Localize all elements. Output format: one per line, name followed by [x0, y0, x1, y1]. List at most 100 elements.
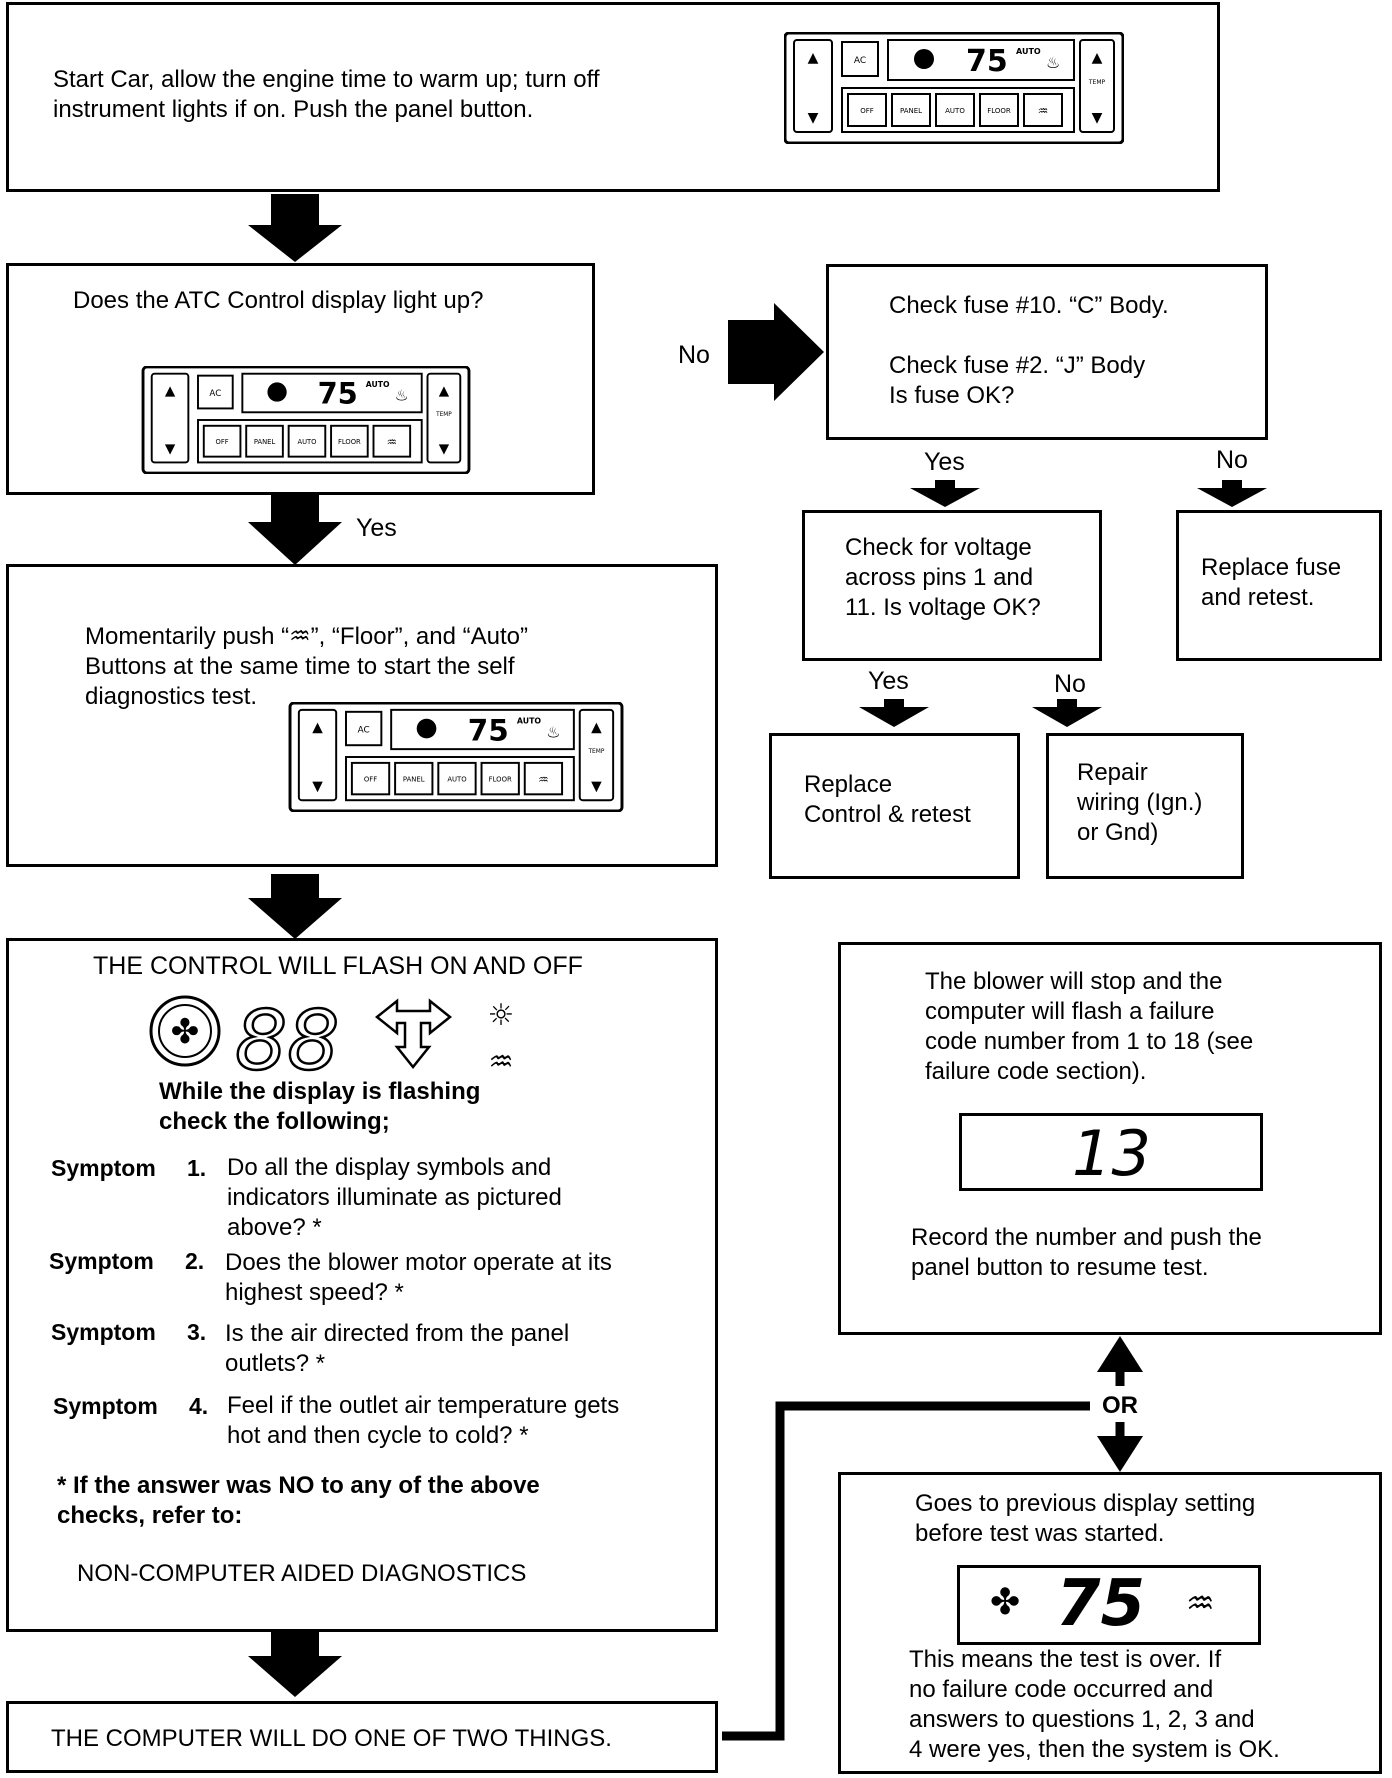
symptom-3-label: Symptom: [51, 1319, 156, 1345]
svg-text:AUTO: AUTO: [447, 776, 467, 784]
label-yes-fuse: Yes: [924, 448, 965, 476]
svg-text:♒: ♒: [538, 773, 549, 787]
arrow-yes-replace: [859, 699, 929, 727]
arrow-up-blower: [1097, 1336, 1143, 1372]
replace-fuse-text: Replace fuse and retest.: [1201, 554, 1342, 611]
ac-button-label: AC: [854, 56, 866, 66]
svg-text:PANEL: PANEL: [900, 107, 922, 115]
svg-text:♒: ♒: [488, 1045, 513, 1078]
svg-text:▲: ▲: [439, 383, 450, 399]
step-control-flash-reference: NON-COMPUTER AIDED DIAGNOSTICS: [77, 1560, 527, 1587]
label-yes-voltage: Yes: [868, 667, 909, 695]
symptom-2-question: Does the blower motor operate at its hig…: [225, 1249, 612, 1306]
symptom-4-label: Symptom: [53, 1393, 158, 1419]
step-control-flash: THE CONTROL WILL FLASH ON AND OFF ✤ 88 ☼…: [6, 938, 718, 1632]
arrow-down-1: [248, 194, 342, 262]
blower-record-text: Record the number and push the panel but…: [911, 1224, 1262, 1281]
step-display-check-text: Does the ATC Control display light up?: [73, 287, 484, 314]
arrow-right-no: [728, 303, 824, 401]
svg-text:OFF: OFF: [860, 107, 874, 115]
control-panel-graphic-3: ▲ ▼ AC 75 AUTO ♨ ▲ TEMP ▼ OFF PANEL AUTO…: [288, 701, 624, 813]
svg-text:▲: ▲: [1092, 50, 1103, 66]
label-no-step2: No: [678, 341, 710, 369]
svg-text:AUTO: AUTO: [517, 717, 542, 726]
svg-text:OFF: OFF: [216, 438, 229, 446]
svg-text:AUTO: AUTO: [366, 380, 390, 389]
label-yes-step2: Yes: [356, 514, 397, 542]
replace-fuse: Replace fuse and retest.: [1176, 510, 1382, 661]
symptom-1-num: 1.: [187, 1155, 207, 1181]
svg-text:TEMP: TEMP: [1088, 79, 1106, 86]
svg-text:♒: ♒: [387, 435, 397, 449]
control-panel-graphic-2: ▲ ▼ AC 75 AUTO ♨ ▲ TEMP ▼ OFF PANEL AUTO…: [141, 365, 471, 475]
svg-text:75: 75: [318, 377, 358, 411]
defrost-display-icon: ♒: [1186, 1584, 1215, 1622]
step-control-flash-note: * If the answer was NO to any of the abo…: [57, 1472, 540, 1529]
blower-failure-code: The blower will stop and the computer wi…: [838, 942, 1382, 1335]
svg-text:♨: ♨: [395, 387, 409, 405]
label-no-voltage: No: [1054, 670, 1086, 698]
svg-text:▲: ▲: [591, 719, 602, 735]
svg-text:AUTO: AUTO: [297, 438, 316, 446]
symptom-2-num: 2.: [185, 1248, 205, 1274]
check-voltage-text: Check for voltage across pins 1 and 11. …: [845, 534, 1041, 621]
svg-text:▼: ▼: [808, 110, 819, 126]
svg-text:TEMP: TEMP: [587, 749, 604, 755]
svg-text:▲: ▲: [165, 383, 176, 399]
check-fuse: Check fuse #10. “C” Body. Check fuse #2.…: [826, 264, 1268, 440]
svg-text:FLOOR: FLOOR: [987, 107, 1011, 115]
svg-text:FLOOR: FLOOR: [489, 776, 512, 784]
svg-text:FLOOR: FLOOR: [338, 438, 361, 446]
blower-failure-code-text: The blower will stop and the computer wi…: [925, 968, 1254, 1085]
check-fuse-text: Check fuse #10. “C” Body. Check fuse #2.…: [889, 292, 1169, 409]
arrow-no-repair: [1032, 699, 1102, 727]
control-panel-2: ▲ ▼ AC 75 AUTO ♨ ▲ TEMP ▼ OFF PANEL AUTO…: [136, 365, 476, 479]
svg-text:▼: ▼: [312, 778, 323, 794]
svg-text:▼: ▼: [165, 441, 176, 457]
svg-text:▼: ▼: [591, 778, 602, 794]
svg-text:♨: ♨: [1046, 53, 1060, 72]
previous-display-text: Goes to previous display setting before …: [915, 1490, 1256, 1547]
failure-code-display: 13: [959, 1113, 1263, 1191]
svg-text:TEMP: TEMP: [435, 412, 452, 418]
step-control-flash-title: THE CONTROL WILL FLASH ON AND OFF: [93, 952, 583, 980]
step-self-diagnostics-text: Momentarily push “♒”, “Floor”, and “Auto…: [85, 622, 528, 710]
svg-text:▲: ▲: [808, 50, 819, 66]
svg-text:OFF: OFF: [364, 776, 377, 784]
arrow-down-4: [248, 1632, 342, 1697]
svg-text:PANEL: PANEL: [254, 438, 276, 446]
control-panel: ▲ ▼ AC 75 AUTO ♨ ▲ TEMP ▼ OFF PANEL AUTO…: [783, 31, 1125, 149]
flash-display-icons: ✤ 88 ☼ ♒: [149, 993, 515, 1081]
svg-text:AUTO: AUTO: [945, 107, 965, 115]
svg-text:▼: ▼: [1092, 110, 1103, 126]
arrow-down-3: [248, 874, 342, 939]
arrow-yes-voltage: [910, 480, 980, 507]
previous-display-setting: Goes to previous display setting before …: [838, 1472, 1382, 1774]
symptom-3-num: 3.: [187, 1319, 207, 1345]
svg-text:▲: ▲: [312, 719, 323, 735]
replace-control: Replace Control & retest: [769, 733, 1020, 879]
control-panel-graphic: ▲ ▼ AC 75 AUTO ♨ ▲ TEMP ▼ OFF PANEL AUTO…: [783, 31, 1125, 145]
svg-text:☼: ☼: [488, 998, 515, 1033]
label-no-fuse: No: [1216, 446, 1248, 474]
control-panel-3: ▲ ▼ AC 75 AUTO ♨ ▲ TEMP ▼ OFF PANEL AUTO…: [286, 701, 626, 817]
defrost-icon: ♒: [289, 622, 311, 650]
svg-text:PANEL: PANEL: [403, 776, 425, 784]
symptom-1-label: Symptom: [51, 1155, 156, 1181]
symptom-4-num: 4.: [189, 1393, 209, 1419]
svg-text:✤: ✤: [171, 1012, 200, 1052]
arrow-no-fuse: [1197, 480, 1267, 507]
label-or: OR: [1102, 1392, 1138, 1419]
svg-text:▼: ▼: [439, 441, 450, 457]
step-computer-two-things: THE COMPUTER WILL DO ONE OF TWO THINGS.: [6, 1701, 718, 1773]
previous-display-panel: ✤ 75 ♒: [957, 1565, 1261, 1645]
symptom-2-label: Symptom: [49, 1248, 154, 1274]
svg-text:AC: AC: [209, 389, 221, 399]
arrow-down-previous: [1097, 1436, 1143, 1472]
step-computer-two-things-text: THE COMPUTER WILL DO ONE OF TWO THINGS.: [51, 1725, 612, 1752]
svg-text:AC: AC: [358, 725, 370, 735]
symptom-1-question: Do all the display symbols and indicator…: [227, 1154, 562, 1241]
failure-code-value: 13: [1072, 1117, 1151, 1190]
step-start-car-text: Start Car, allow the engine time to warm…: [53, 66, 600, 123]
repair-wiring: Repair wiring (Ign.) or Gnd): [1046, 733, 1244, 879]
